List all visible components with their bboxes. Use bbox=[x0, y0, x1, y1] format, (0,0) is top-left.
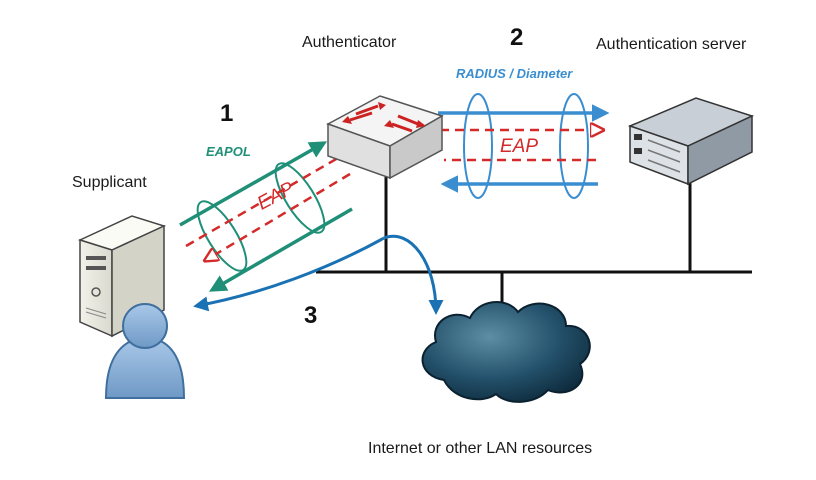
internet-label: Internet or other LAN resources bbox=[368, 440, 593, 457]
radius-tunnel-ring bbox=[463, 93, 493, 199]
eap-label-step2: EAP bbox=[500, 136, 539, 157]
network-backbone bbox=[316, 172, 752, 318]
lan-access-path bbox=[193, 234, 444, 315]
user-icon bbox=[104, 303, 186, 399]
eapol-arrow-to-supplicant bbox=[208, 207, 353, 292]
eap-dashed-to-supplicant bbox=[206, 172, 351, 260]
eapol-exchange bbox=[179, 141, 353, 292]
lan-access-arrow-to-supplicant bbox=[193, 236, 385, 312]
eapol-protocol-label: EAPOL bbox=[206, 144, 251, 159]
lan-access-arrow-to-internet bbox=[383, 234, 444, 315]
step-1-number: 1 bbox=[220, 100, 234, 127]
eapol-arrow-to-authenticator bbox=[179, 141, 328, 227]
eapol-tunnel-ring bbox=[274, 162, 326, 234]
radius-tunnel-ring bbox=[559, 93, 589, 199]
rack-server-icon bbox=[627, 97, 755, 186]
step-2-number: 2 bbox=[510, 24, 524, 51]
authenticator-label: Authenticator bbox=[302, 34, 397, 51]
step-3-number: 3 bbox=[304, 302, 318, 329]
radius-protocol-label: RADIUS / Diameter bbox=[456, 66, 573, 81]
authentication-server-label: Authentication server bbox=[596, 36, 747, 53]
radius-exchange bbox=[438, 93, 610, 199]
supplicant-label: Supplicant bbox=[72, 174, 147, 191]
cloud-icon bbox=[421, 300, 591, 403]
network-switch-icon bbox=[326, 95, 444, 180]
eapol-tunnel-ring bbox=[196, 200, 248, 272]
